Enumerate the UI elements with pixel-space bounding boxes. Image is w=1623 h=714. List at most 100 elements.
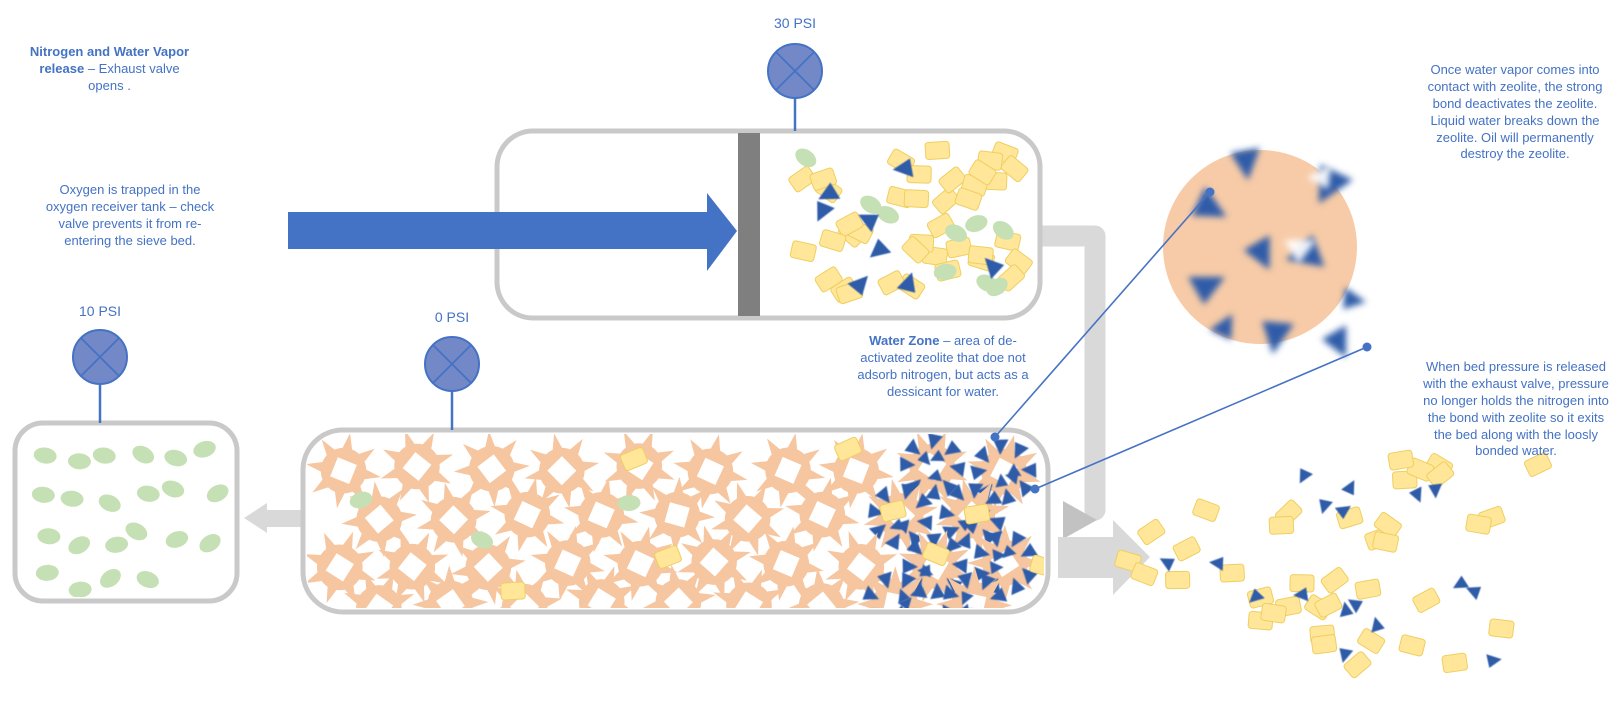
nitrogen-molecule-icon: [984, 490, 1003, 504]
nitrogen-molecule-icon: [1293, 587, 1309, 602]
oxygen-molecule-icon: [67, 453, 91, 470]
nitrogen-molecule-icon: [897, 597, 912, 608]
nitrogen-molecule-icon: [989, 516, 1006, 532]
oxygen-molecule-icon: [933, 263, 957, 281]
nitrogen-molecule-icon: [930, 449, 945, 461]
water-molecule-icon: [1192, 498, 1220, 522]
nitrogen-molecule-icon: [1209, 556, 1224, 571]
gauge-label-bed: 0 PSI: [434, 309, 470, 325]
oxygen-molecule-icon: [35, 564, 59, 581]
water-molecule-icon: [789, 240, 817, 263]
nitrogen-molecule-icon: [909, 583, 928, 598]
water-molecule-icon: [1441, 652, 1468, 674]
zeolite-granule-icon: [711, 482, 785, 556]
water-molecule-icon: [1387, 449, 1415, 471]
nitrogen-molecule-icon: [1001, 488, 1017, 506]
nitrogen-molecule-icon: [858, 214, 879, 233]
nitrogen-molecule-icon: [1284, 239, 1317, 265]
zeolite-granule-icon: [785, 477, 860, 552]
nitrogen-molecule-icon: [1299, 468, 1314, 484]
nitrogen-molecule-icon: [1347, 599, 1363, 614]
magnified-zeolite-view: [1163, 147, 1366, 358]
oxygen-molecule-icon: [33, 447, 57, 464]
nitrogen-molecule-icon: [925, 483, 941, 500]
oxygen-molecule-icon: [136, 485, 160, 502]
zeolite-granule-icon: [641, 564, 716, 608]
nitrogen-molecule-icon: [1339, 648, 1354, 663]
nitrogen-molecule-icon: [992, 549, 1007, 562]
nitrogen-molecule-icon: [949, 462, 966, 478]
water-molecule-icon: [877, 270, 906, 296]
nitrogen-molecule-icon: [1343, 287, 1366, 310]
water-molecule-icon: [1372, 531, 1400, 553]
nitrogen-molecule-icon: [989, 587, 1008, 602]
nitrogen-molecule-icon: [956, 532, 971, 549]
oxygen-molecule-icon: [945, 224, 967, 243]
exhaust-plume-particles: [1114, 449, 1552, 679]
gauge-label-receiver: 10 PSI: [78, 303, 122, 319]
zeolite-granule-icon: [748, 526, 824, 601]
oxygen-molecule-icon: [98, 494, 121, 512]
oxygen-molecule-icon: [100, 568, 121, 588]
zeolite-granule-icon: [490, 477, 565, 552]
oxygen-molecule-icon: [860, 195, 882, 214]
check-valve-icon: [1063, 501, 1097, 539]
zeolite-granule-icon: [750, 434, 826, 508]
oxygen-molecule-icon: [92, 447, 116, 464]
water-molecule-icon: [922, 542, 950, 566]
nitrogen-molecule-icon: [917, 450, 931, 466]
nitrogen-molecule-icon: [1230, 147, 1260, 181]
oxygen-molecule-icon: [617, 494, 641, 512]
nitrogen-molecule-icon: [900, 456, 916, 472]
nitrogen-molecule-icon: [968, 483, 984, 499]
water-molecule-icon: [1354, 578, 1382, 600]
zeolite-granule-icon: [343, 572, 415, 608]
oxygen-tank-particles: [31, 440, 229, 597]
nitrogen-molecule-icon: [1243, 235, 1270, 270]
nitrogen-molecule-icon: [1249, 588, 1265, 603]
oxygen-molecule-icon: [976, 274, 999, 293]
nitrogen-molecule-icon: [1319, 499, 1333, 515]
zeolite-granule-icon: [565, 566, 638, 608]
nitrogen-molecule-icon: [939, 504, 956, 520]
water-molecule-icon: [788, 165, 817, 193]
water-molecule-icon: [1357, 628, 1386, 654]
zeolite-granule-nitrogen-bonded: [896, 434, 968, 503]
nitrogen-molecule-icon: [989, 561, 1004, 575]
water-molecule-icon: [1165, 570, 1191, 590]
zeolite-granule-icon: [450, 529, 526, 605]
oxygen-molecule-icon: [992, 220, 1014, 240]
oxygen-molecule-icon: [164, 449, 188, 467]
zeolite-granule-icon: [380, 434, 454, 503]
water-molecule-icon: [879, 499, 907, 523]
zeolite-granule-icon: [307, 531, 376, 603]
oxygen-molecule-icon: [795, 148, 817, 168]
zeolite-granule-icon: [825, 531, 898, 603]
nitrogen-molecule-icon: [1262, 321, 1294, 355]
annotation-pressure-release: When bed pressure is released with the e…: [1423, 359, 1609, 459]
nitrogen-molecule-icon: [926, 533, 942, 550]
nitrogen-molecule-icon: [945, 537, 962, 553]
nitrogen-molecule-icon: [944, 440, 962, 455]
nitrogen-molecule-icon: [1011, 530, 1027, 548]
valve-bed: [424, 336, 480, 430]
zeolite-granule-icon: [530, 525, 605, 601]
nitrogen-molecule-icon: [877, 571, 892, 589]
oxygen-molecule-icon: [105, 536, 129, 553]
zeolite-granule-icon: [713, 569, 785, 608]
nitrogen-molecule-icon: [1159, 558, 1175, 572]
nitrogen-molecule-icon: [818, 182, 841, 200]
water-molecule-icon: [1260, 602, 1287, 624]
nitrogen-molecule-icon: [1486, 654, 1502, 668]
nitrogen-molecule-icon: [972, 620, 989, 637]
nitrogen-molecule-icon: [915, 493, 933, 509]
nitrogen-molecule-icon: [948, 483, 965, 501]
water-molecule-icon: [818, 229, 847, 252]
callout-lines: [990, 187, 1372, 494]
nitrogen-molecule-icon: [1334, 505, 1351, 520]
zeolite-granule-icon: [416, 482, 491, 557]
oxygen-molecule-icon: [165, 531, 189, 548]
nitrogen-molecule-icon: [906, 538, 923, 555]
water-molecule-icon: [1137, 518, 1166, 546]
nitrogen-molecule-icon: [1209, 313, 1233, 340]
